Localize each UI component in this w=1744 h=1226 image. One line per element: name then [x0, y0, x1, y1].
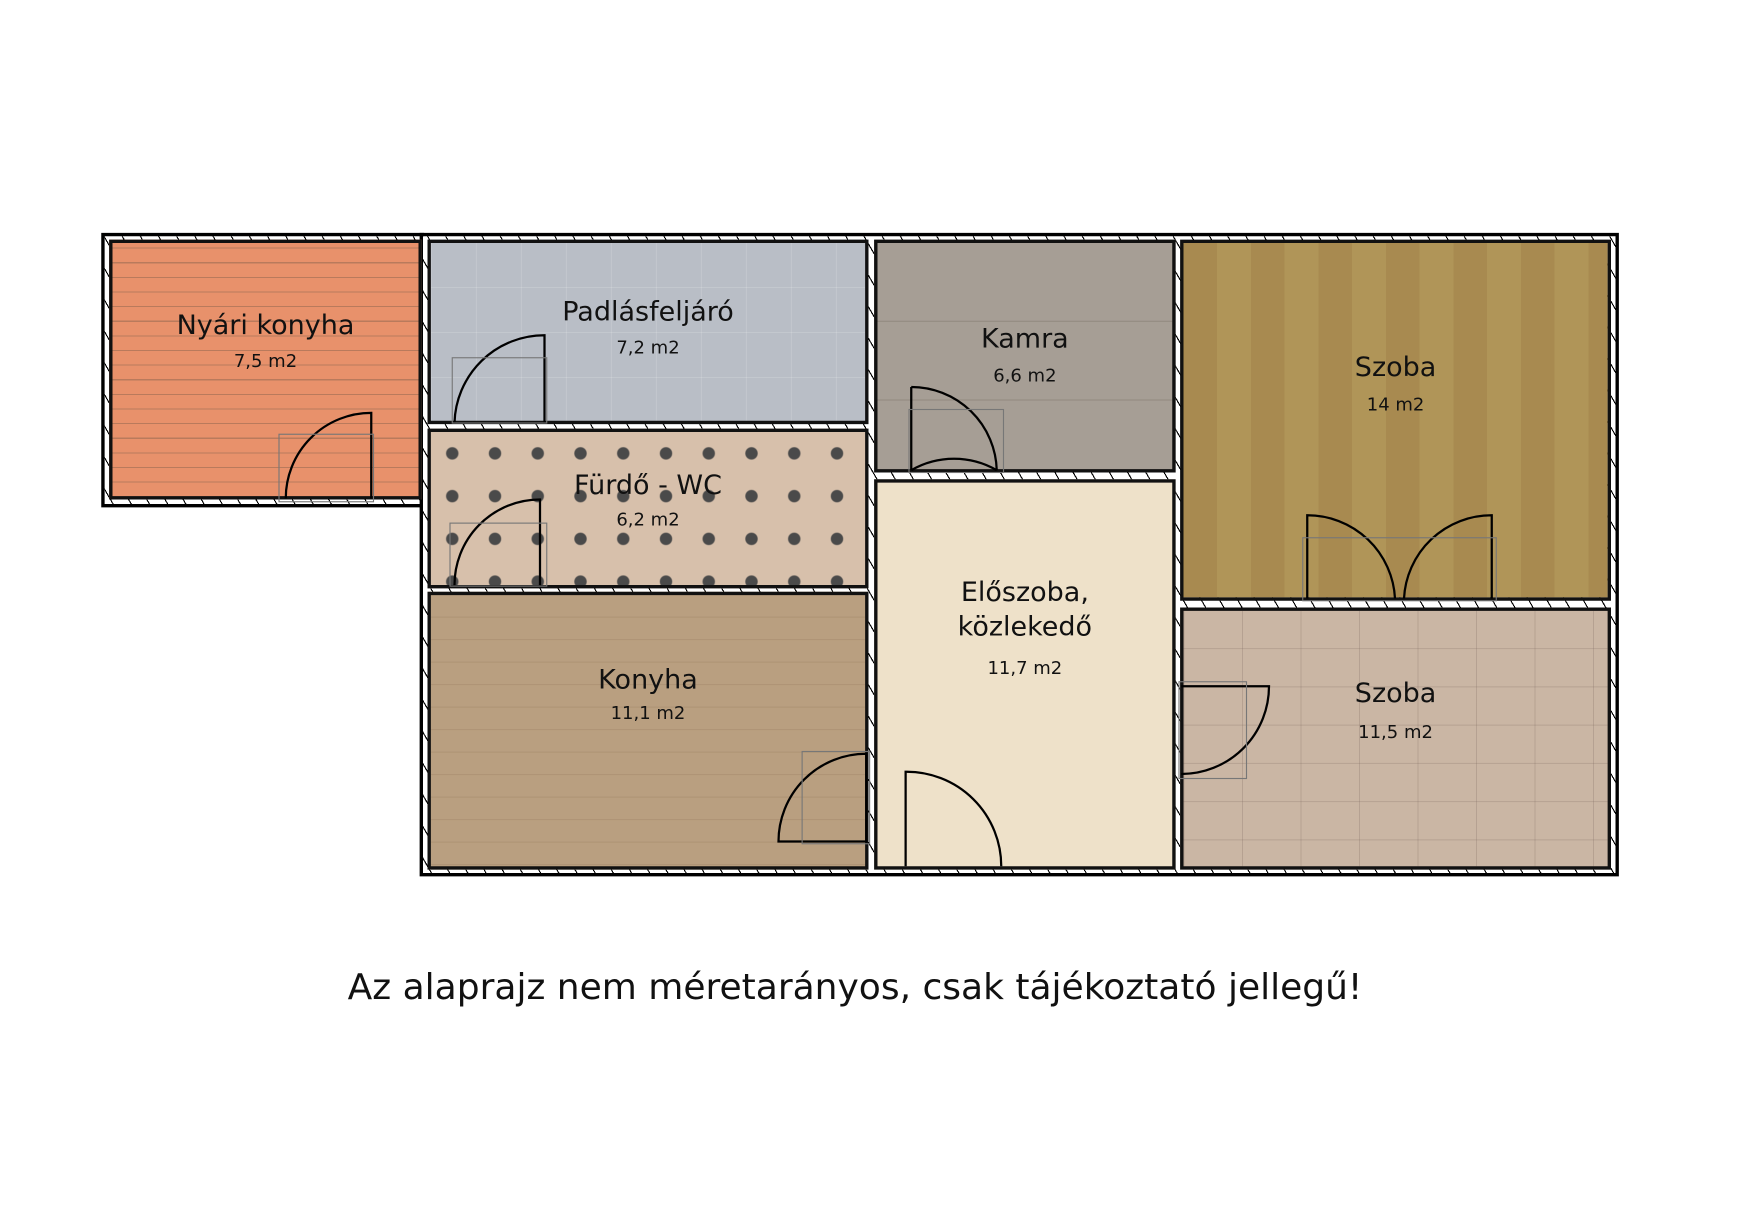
room-name: Padlásfeljáró	[562, 295, 734, 328]
room-name: Konyha	[598, 663, 698, 696]
room-name: Kamra	[981, 322, 1069, 355]
room-area: 14 m2	[1366, 393, 1425, 416]
room-name: Szoba	[1354, 677, 1437, 709]
room-name: Nyári konyha	[176, 309, 355, 341]
room-area: 11,5 m2	[1358, 721, 1433, 743]
room-szoba-1: Szoba 14 m2	[1180, 239, 1611, 601]
room-name: Előszoba,	[960, 576, 1089, 608]
room-kamra: Kamra 6,6 m2	[874, 239, 1176, 473]
room-area: 7,5 m2	[233, 349, 298, 372]
room-name: Szoba	[1354, 351, 1437, 383]
room-konyha: Konyha 11,1 m2	[427, 591, 869, 870]
room-area: 6,2 m2	[616, 508, 680, 530]
room-area: 11,1 m2	[610, 702, 686, 724]
room-area: 6,6 m2	[993, 364, 1057, 386]
disclaimer-note: Az alaprajz nem méretarányos, csak tájék…	[347, 965, 1363, 1008]
room-nyari-konyha: Nyári konyha 7,5 m2	[109, 239, 422, 500]
room-szoba-2: Szoba 11,5 m2	[1180, 607, 1611, 870]
room-name: Fürdő - WC	[574, 469, 722, 501]
room-padlasfeljaro: Padlásfeljáró 7,2 m2	[427, 239, 869, 425]
room-name-line2: közlekedő	[957, 610, 1093, 643]
room-eloszoba: Előszoba, közlekedő 11,7 m2	[874, 479, 1176, 870]
room-area: 11,7 m2	[987, 657, 1063, 679]
room-furdo-wc: Fürdő - WC 6,2 m2	[427, 428, 869, 589]
room-area: 7,2 m2	[616, 336, 680, 358]
